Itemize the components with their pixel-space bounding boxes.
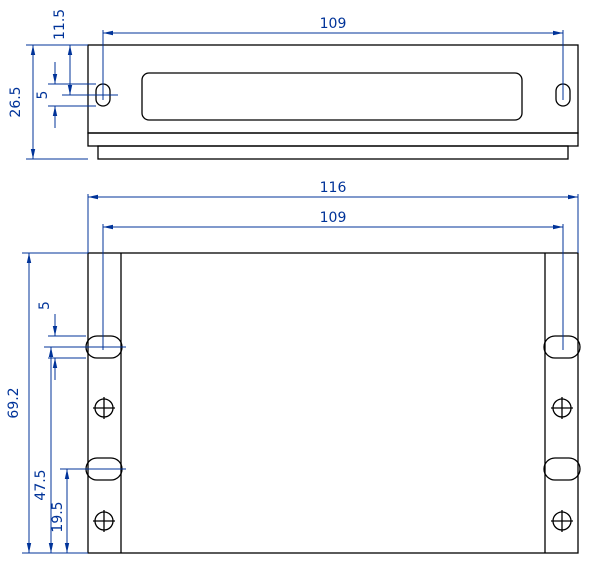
part-outlines [85, 44, 581, 554]
dim-label-top-5: 5 [35, 91, 51, 100]
dim-label-top-26-5: 26.5 [8, 86, 24, 117]
front-view-right-upper-slot [543, 335, 581, 359]
screw-left-lower [93, 510, 115, 532]
ext-lines-top-109 [102, 30, 564, 100]
dim-label-front-69-2: 69.2 [6, 387, 22, 418]
screw-right-upper [551, 397, 573, 419]
top-view-base-step [87, 132, 579, 147]
screw-right-lower [551, 510, 573, 532]
dim-label-top-109: 109 [320, 16, 347, 32]
screw-right-upper-cross-icon [551, 397, 573, 419]
top-view-front-window [141, 72, 523, 121]
front-view-body-outline [87, 252, 579, 554]
ext-lines-front-69-2 [22, 252, 88, 554]
screw-left-upper [93, 397, 115, 419]
dim-label-front-19-5: 19.5 [50, 501, 66, 532]
dimension-labels: 109 11.5 26.5 5 116 109 5 69.2 47.5 19.5 [6, 9, 346, 533]
dim-label-front-5: 5 [37, 301, 53, 310]
ext-lines-top-26-5 [26, 44, 88, 160]
ext-lines-front-116 [87, 194, 579, 253]
front-view-flange-lines [120, 253, 546, 553]
screw-right-lower-cross-icon [551, 510, 573, 532]
front-view-right-lower-slot [543, 457, 581, 481]
top-view-base-plate [97, 145, 569, 160]
dim-label-front-109: 109 [320, 210, 347, 226]
dim-label-front-47-5: 47.5 [33, 469, 49, 500]
dim-label-front-116: 116 [320, 180, 347, 196]
dimension-lines [22, 30, 579, 554]
screw-left-upper-cross-icon [93, 397, 115, 419]
screw-left-lower-cross-icon [93, 510, 115, 532]
ext-lines-front-109 [102, 224, 564, 350]
dim-label-top-11-5: 11.5 [52, 9, 68, 40]
